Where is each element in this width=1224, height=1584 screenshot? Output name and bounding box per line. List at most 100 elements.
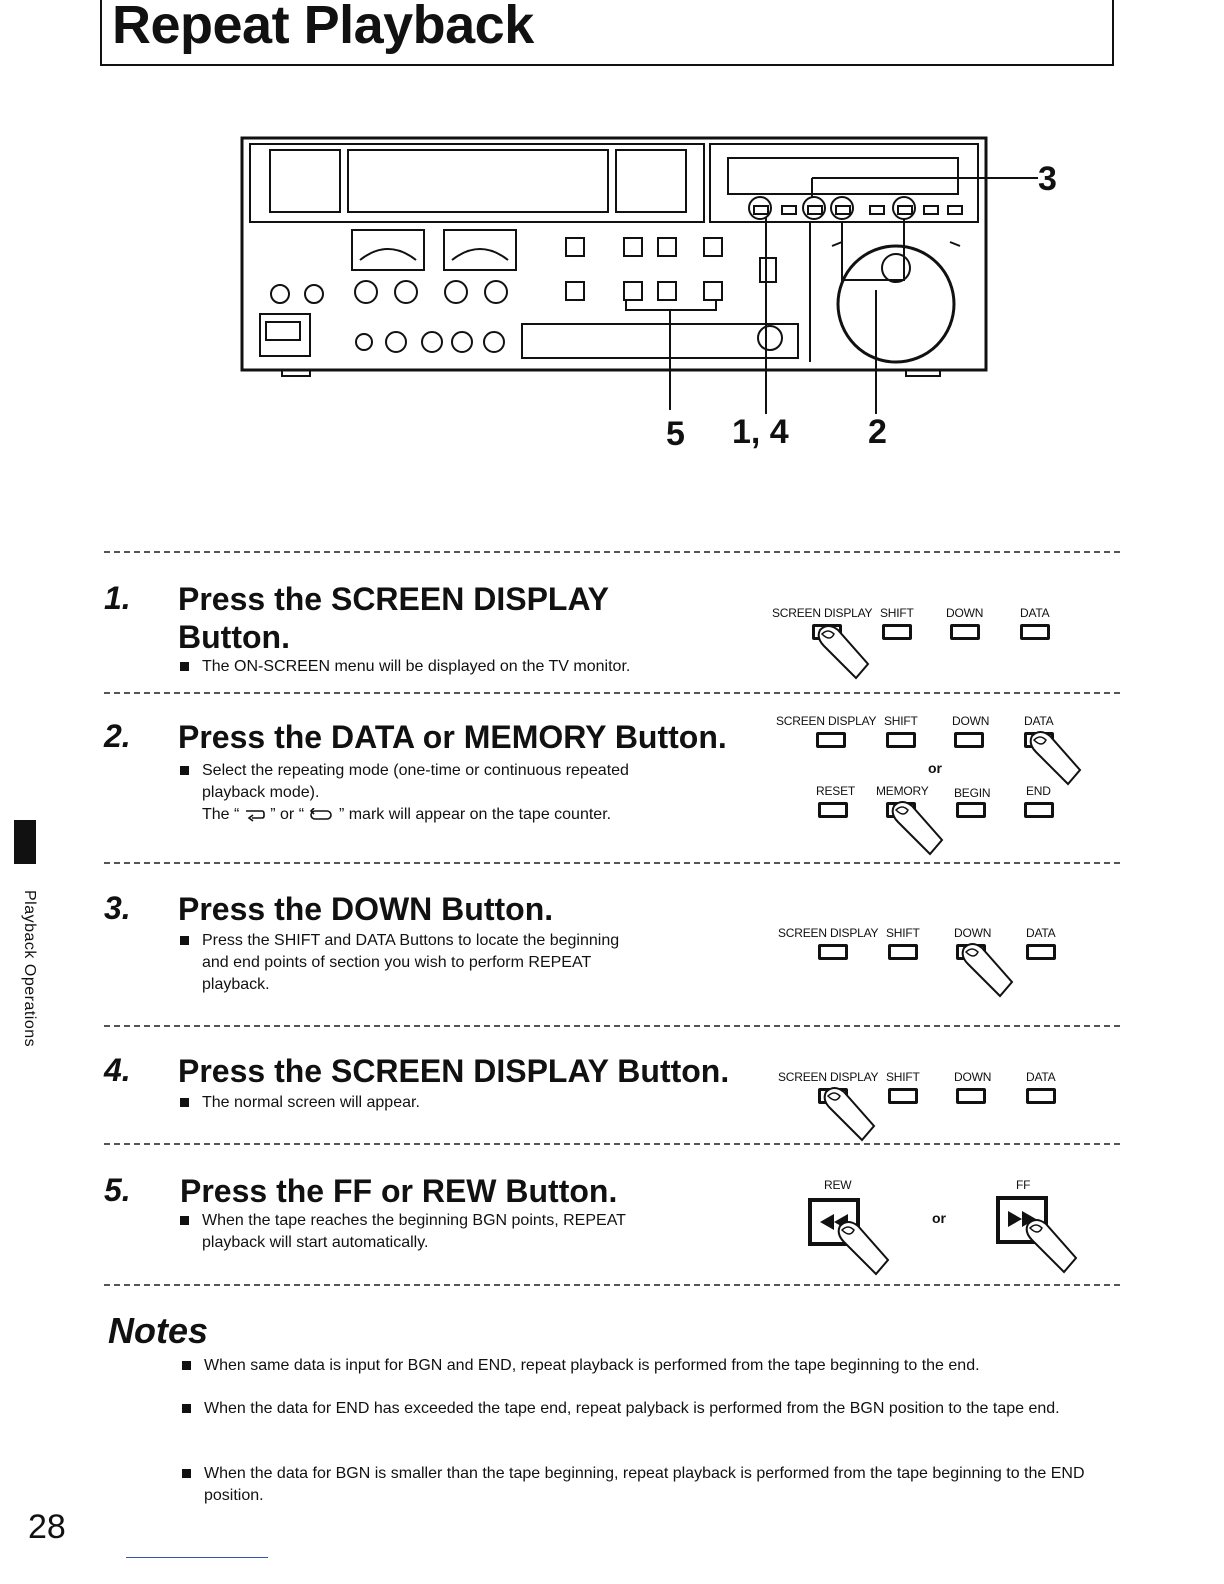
step-number: 5. (104, 1172, 131, 1208)
separator (104, 862, 1120, 864)
reset-button-drawing (818, 802, 848, 818)
label-down: DOWN (946, 606, 984, 620)
step-bullet: Press the SHIFT and DATA Buttons to loca… (178, 930, 798, 996)
down-button-drawing (954, 732, 984, 748)
notes-title: Notes (108, 1310, 209, 1351)
data-button-drawing (1020, 624, 1050, 640)
callout-5: 5 (666, 415, 685, 453)
vcr-drawing (240, 136, 1038, 414)
label-data: DATA (1026, 1070, 1056, 1084)
separator (104, 1025, 1120, 1027)
label-rew: REW (824, 1178, 852, 1192)
bullet-line: playback will start automatically. (202, 1234, 429, 1251)
step-title-line: Button. (178, 619, 290, 655)
bullet-line: and end points of section you wish to pe… (202, 954, 592, 971)
pressing-finger-icon (837, 1221, 890, 1276)
button-panel-step-1: SCREEN DISPLAY SHIFT DOWN DATA (772, 606, 1072, 686)
bullet-line: The “ ” or “ ” mark will appear on the t… (202, 804, 798, 826)
step-number: 1. (104, 580, 131, 616)
section-tab-marker (14, 820, 36, 864)
separator (104, 1143, 1120, 1145)
separator (104, 551, 1120, 553)
label-down: DOWN (954, 1070, 992, 1084)
down-button-drawing (956, 1088, 986, 1104)
step-2: 2. Press the DATA or MEMORY Button. Sele… (104, 718, 1120, 848)
down-button-drawing (950, 624, 980, 640)
bullet-line: playback. (202, 976, 270, 993)
page-title: Repeat Playback (112, 0, 534, 55)
step-title: Press the SCREEN DISPLAY Button. (178, 580, 609, 656)
shift-button-drawing (888, 944, 918, 960)
label-screen-display: SCREEN DISPLAY (778, 926, 879, 940)
label-data: DATA (1020, 606, 1050, 620)
label-begin: BEGIN (954, 786, 991, 800)
step-title: Press the DOWN Button. (178, 891, 554, 927)
shift-button-drawing (886, 732, 916, 748)
label-shift: SHIFT (886, 926, 920, 940)
shift-button-drawing (882, 624, 912, 640)
callout-3: 3 (1038, 160, 1057, 198)
label-end: END (1026, 784, 1051, 798)
step-number: 3. (104, 890, 131, 926)
step-title: Press the SCREEN DISPLAY Button. (178, 1053, 730, 1089)
label-screen-display: SCREEN DISPLAY (776, 714, 877, 728)
step-bullet: When the tape reaches the beginning BGN … (178, 1210, 798, 1254)
step-bullet: Select the repeating mode (one-time or c… (178, 760, 798, 826)
or-label: or (928, 760, 942, 776)
separator (104, 692, 1120, 694)
label-shift: SHIFT (886, 1070, 920, 1084)
step-bullet: The normal screen will appear. (178, 1092, 778, 1114)
pressing-finger-icon (823, 1087, 876, 1142)
bullet-line: Press the SHIFT and DATA Buttons to loca… (202, 932, 620, 949)
separator (104, 1284, 1120, 1286)
one-time-repeat-mark-icon (245, 809, 265, 822)
data-button-drawing (1026, 1088, 1056, 1104)
button-panel-step-5: REW FF or (800, 1176, 1090, 1280)
bullet-line: When the tape reaches the beginning BGN … (202, 1212, 626, 1229)
label-ff: FF (1016, 1178, 1031, 1192)
screen-display-button-drawing (818, 944, 848, 960)
note-item: When the data for BGN is smaller than th… (180, 1463, 1130, 1507)
step-number: 2. (104, 718, 131, 754)
page-number: 28 (28, 1508, 66, 1546)
screen-display-button-drawing (816, 732, 846, 748)
label-shift: SHIFT (880, 606, 914, 620)
pressing-finger-icon (817, 625, 870, 680)
bullet-line: playback mode). (202, 784, 320, 801)
label-down: DOWN (952, 714, 990, 728)
title-box: Repeat Playback (100, 0, 1114, 66)
step-bullet: The ON-SCREEN menu will be displayed on … (178, 656, 778, 678)
step-title: Press the DATA or MEMORY Button. (178, 719, 727, 755)
end-button-drawing (1024, 802, 1054, 818)
vcr-front-panel-illustration: 3 5 1, 4 2 (230, 130, 1090, 470)
note-item: When the data for END has exceeded the t… (180, 1398, 1130, 1420)
label-reset: RESET (816, 784, 856, 798)
step-4: 4. Press the SCREEN DISPLAY Button. The … (104, 1052, 1120, 1132)
label-shift: SHIFT (884, 714, 918, 728)
pressing-finger-icon (891, 801, 944, 856)
label-data: DATA (1026, 926, 1056, 940)
step-title: Press the FF or REW Button. (180, 1173, 618, 1209)
step-3: 3. Press the DOWN Button. Press the SHIF… (104, 890, 1120, 1010)
button-panel-step-2: SCREEN DISPLAY SHIFT DOWN DATA or RESET … (776, 712, 1086, 856)
button-panel-step-3: SCREEN DISPLAY SHIFT DOWN DATA (778, 924, 1078, 1004)
step-5: 5. Press the FF or REW Button. When the … (104, 1172, 1120, 1272)
callout-2: 2 (868, 413, 887, 451)
step-1: 1. Press the SCREEN DISPLAY Button. The … (104, 580, 1120, 680)
step-title-line: Press the SCREEN DISPLAY (178, 581, 609, 617)
label-screen-display: SCREEN DISPLAY (772, 606, 873, 620)
bullet-line: Select the repeating mode (one-time or c… (202, 762, 629, 779)
continuous-repeat-mark-icon (310, 807, 333, 820)
step-number: 4. (104, 1052, 131, 1088)
label-data: DATA (1024, 714, 1054, 728)
begin-button-drawing (956, 802, 986, 818)
label-memory: MEMORY (876, 784, 929, 798)
note-item: When same data is input for BGN and END,… (180, 1355, 1130, 1377)
pressing-finger-icon (1025, 1219, 1078, 1274)
bullet-text: The “ (202, 806, 240, 823)
shift-button-drawing (888, 1088, 918, 1104)
label-screen-display: SCREEN DISPLAY (778, 1070, 879, 1084)
bullet-text: ” mark will appear on the tape counter. (338, 806, 612, 823)
pressing-finger-icon (1029, 731, 1082, 786)
button-panel-step-4: SCREEN DISPLAY SHIFT DOWN DATA (778, 1068, 1078, 1144)
